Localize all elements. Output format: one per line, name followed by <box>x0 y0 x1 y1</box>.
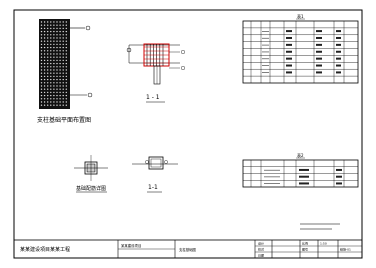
rebar-table-1: 表1 <box>242 13 359 84</box>
sheet-label: 图号 <box>302 247 308 252</box>
title-block: 某某建设項目某某工程 某某建设项目 支柱基础图 设计 校对 日期 比例 1:50… <box>13 239 363 259</box>
table1-title: 表1 <box>297 13 304 19</box>
table2-title: 表2 <box>297 152 304 158</box>
detail-left-label: 基础配筋详图 <box>76 185 106 192</box>
scale-value: 1:50 <box>320 242 327 246</box>
date-label: 日期 <box>258 253 264 258</box>
detail-left-block: 基础配筋详图 <box>74 155 108 193</box>
title-project: 某某建设项目 <box>121 243 141 248</box>
design-label: 设计 <box>258 241 264 246</box>
check-label: 校对 <box>258 247 264 252</box>
detail-section-label: 1-1 <box>148 184 158 191</box>
plan-block: 支柱基础平面布置图 <box>37 19 93 124</box>
plan-label: 支柱基础平面布置图 <box>37 116 91 124</box>
rebar-table-2: 表2 <box>242 152 359 188</box>
section-1-1-block: 1 - 1 <box>126 43 185 103</box>
title-main: 某某建设項目某某工程 <box>20 246 70 253</box>
sheet-value: 结施-01 <box>340 247 351 252</box>
detail-section-block: 1-1 <box>132 156 178 193</box>
scale-label: 比例 <box>302 241 308 246</box>
section-1-1-label: 1 - 1 <box>146 94 160 101</box>
title-drawing: 支柱基础图 <box>179 247 197 252</box>
